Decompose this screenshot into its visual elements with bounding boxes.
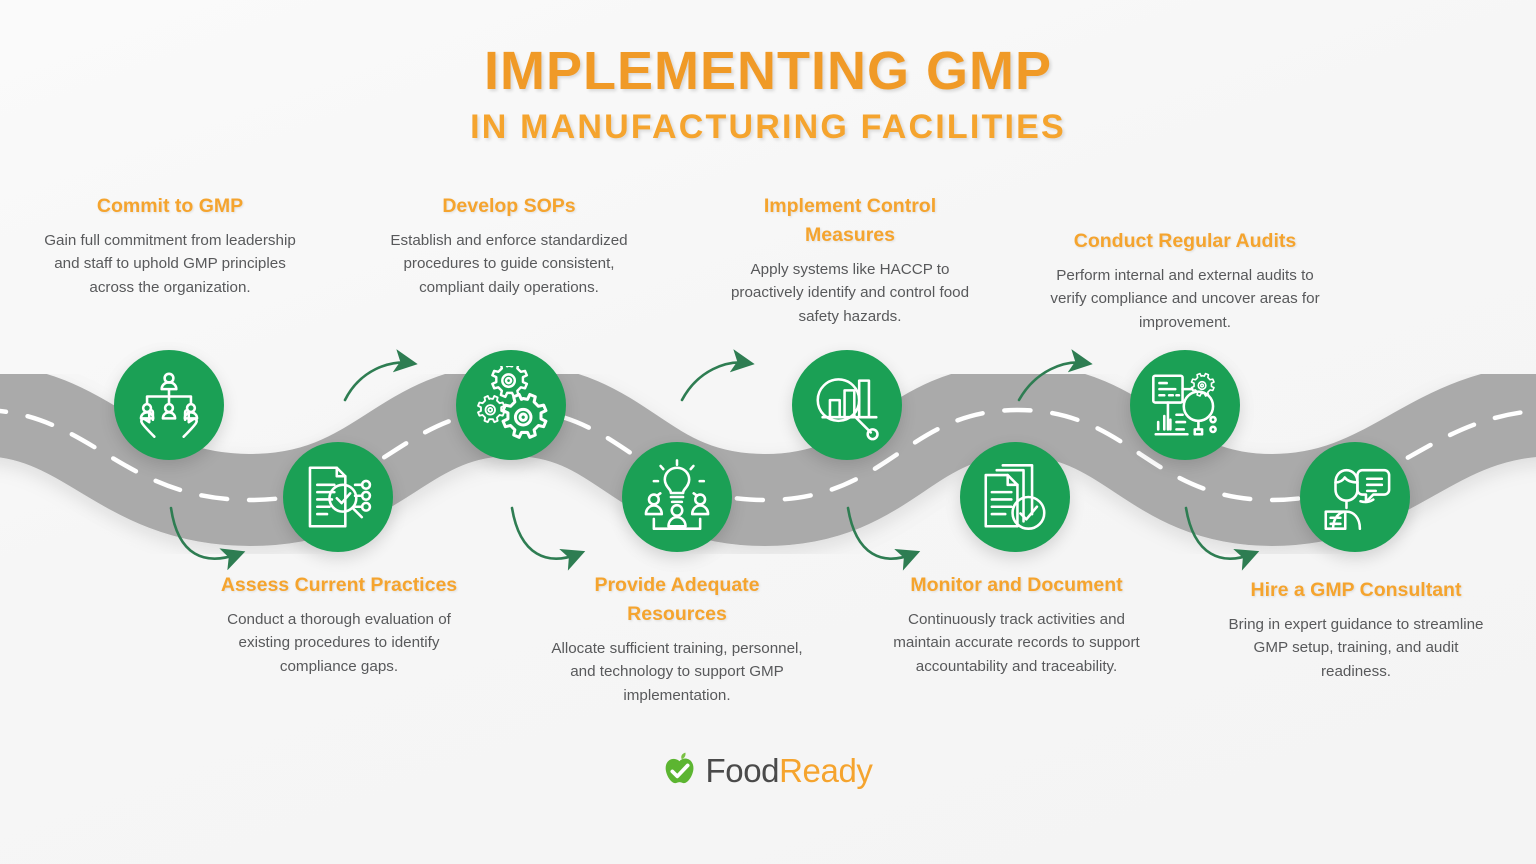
step-node-6[interactable] [960,442,1070,552]
step-node-7[interactable] [1130,350,1240,460]
step-text-4: Provide Adequate Resources Allocate suff… [548,571,806,707]
step-title-1: Commit to GMP [96,195,244,217]
title-main: IMPLEMENTING GMP [484,41,1052,101]
step-description-1: Gain full commitment from leadership and… [44,231,296,296]
step-description-6: Continuously track activities and mainta… [893,610,1140,675]
org-chart-in-hands-icon [139,372,199,438]
step-node-8[interactable] [1300,442,1410,552]
step-text-2: Assess Current Practices Conduct a thoro… [203,571,475,679]
page-title: IMPLEMENTING GMP IN MANUFACTURING FACILI… [0,44,1536,147]
title-subtitle: IN MANUFACTURING FACILITIES [470,108,1066,146]
consultant-speech-bubble-icon [1324,468,1391,530]
document-magnifier-check-icon [308,466,372,528]
step-description-5: Apply systems like HACCP to proactively … [730,260,970,325]
bar-chart-magnifier-icon [816,378,879,441]
step-title-6: Monitor and Document [910,574,1123,596]
arrow-step-1-to-2 [169,506,246,571]
step-title-7: Conduct Regular Audits [1073,230,1297,252]
step-connector-arrows [169,349,1260,571]
brand-logo: FoodReady [0,752,1536,790]
step-description-2: Conduct a thorough evaluation of existin… [227,610,451,675]
step-title-8: Hire a GMP Consultant [1250,579,1462,601]
arrow-step-5-to-6 [846,506,921,571]
road-center-dashes [0,407,1536,503]
step-node-5[interactable] [792,350,902,460]
documents-check-icon [984,464,1046,530]
step-text-6: Monitor and Document Continuously track … [884,571,1149,679]
arrow-step-6-to-7 [1017,349,1093,402]
arrow-step-3-to-4 [510,506,586,571]
gears-icon [477,366,548,439]
step-title-2: Assess Current Practices [220,574,458,596]
step-title-3: Develop SOPs [442,195,576,217]
step-text-3: Develop SOPs Establish and enforce stand… [385,192,633,300]
step-text-5: Implement Control Measures Apply systems… [718,192,982,328]
logo-wordmark: FoodReady [705,752,872,790]
arrow-step-4-to-5 [680,349,755,402]
step-title-5: Implement Control Measures [763,195,937,246]
step-node-2[interactable] [283,442,393,552]
lightbulb-team-icon [644,459,710,530]
step-node-4[interactable] [622,442,732,552]
step-title-4: Provide Adequate Resources [594,574,760,625]
apple-check-icon [666,752,694,784]
step-description-4: Allocate sufficient training, personnel,… [551,639,803,704]
step-node-1[interactable] [114,350,224,460]
arrow-step-7-to-8 [1184,506,1260,571]
step-text-8: Hire a GMP Consultant Bring in expert gu… [1225,576,1487,684]
step-text-1: Commit to GMP Gain full commitment from … [35,192,305,300]
audit-dashboard-gear-icon [1152,372,1217,436]
logo-text-ready: Ready [779,752,873,789]
arrow-step-2-to-3 [343,349,418,402]
step-description-7: Perform internal and external audits to … [1050,266,1320,331]
step-description-8: Bring in expert guidance to streamline G… [1228,615,1484,680]
step-text-7: Conduct Regular Audits Perform internal … [1040,227,1330,335]
step-description-3: Establish and enforce standardized proce… [390,231,628,296]
logo-text-food: Food [705,752,780,789]
step-node-3[interactable] [456,350,566,460]
